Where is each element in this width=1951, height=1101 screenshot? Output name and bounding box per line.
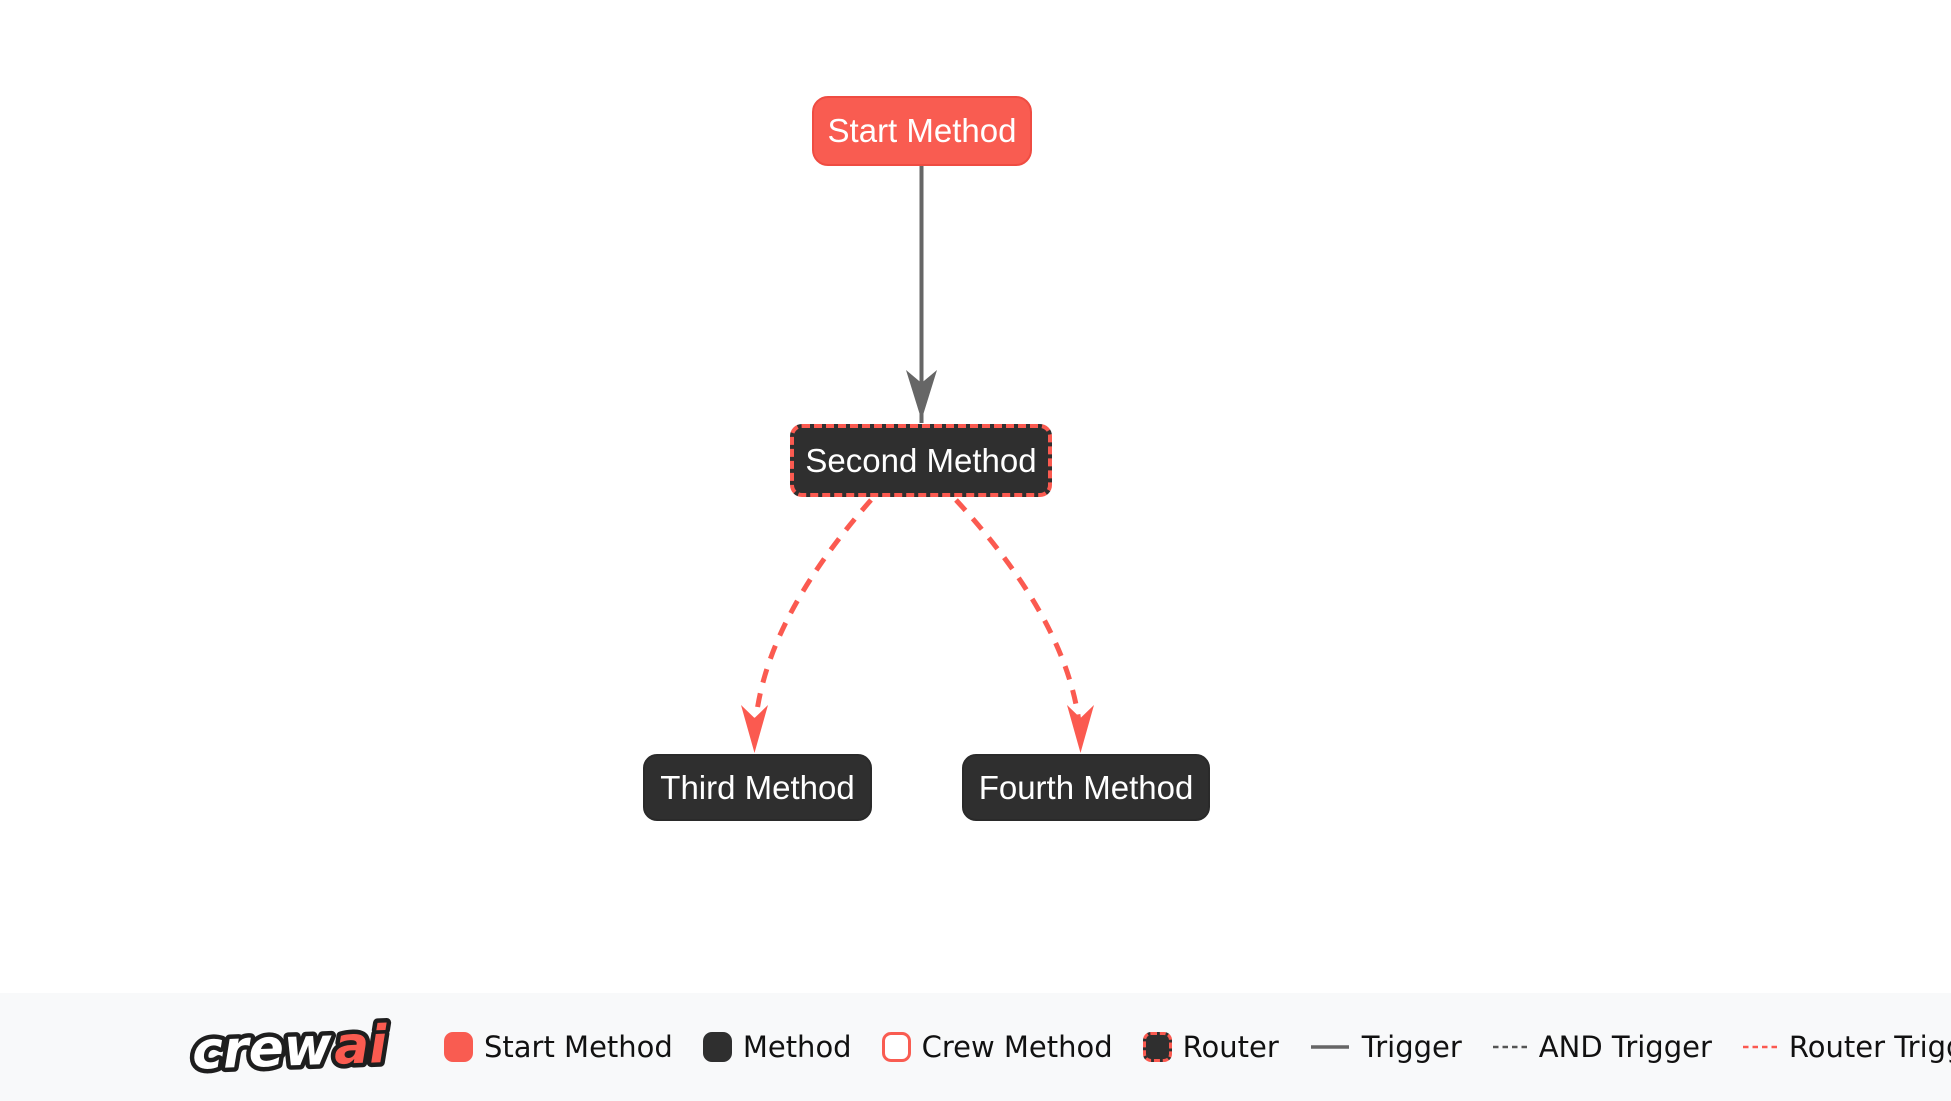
legend-item-and-trigger: AND Trigger: [1492, 1030, 1712, 1064]
arrowhead-down-icon: [741, 705, 768, 753]
router-swatch-icon: [1142, 1032, 1172, 1062]
legend-item-label: Method: [742, 1030, 852, 1064]
arrowhead-down-icon: [906, 370, 937, 420]
legend-item-start-method: Start Method: [444, 1030, 673, 1064]
node-label: Second Method: [805, 441, 1037, 479]
crewai-logo: crew ai: [188, 1012, 394, 1082]
trigger-line-icon: [1310, 1045, 1349, 1049]
legend-item-label: AND Trigger: [1538, 1030, 1712, 1064]
trigger-edge: [906, 166, 937, 423]
legend-item-method: Method: [702, 1030, 852, 1064]
legend-bar: crew ai Start Method Method Crew Method …: [0, 993, 1951, 1101]
legend-item-router-trigger: Router Trigger: [1742, 1030, 1951, 1064]
logo-text-crew: crew: [191, 1017, 334, 1082]
node-fourth-method[interactable]: Fourth Method: [962, 754, 1210, 821]
and-trigger-line-icon: [1492, 1045, 1527, 1049]
legend-item-label: Trigger: [1361, 1030, 1462, 1064]
flow-network-canvas[interactable]: Start Method Second Method Third Method …: [0, 0, 1951, 993]
start-method-swatch-icon: [444, 1032, 473, 1062]
legend-item-trigger: Trigger: [1309, 1030, 1462, 1064]
legend-item-crew-method: Crew Method: [881, 1030, 1113, 1064]
legend-item-router: Router: [1142, 1030, 1279, 1064]
arrowhead-down-icon: [1067, 705, 1094, 753]
node-third-method[interactable]: Third Method: [643, 754, 872, 821]
node-label: Fourth Method: [978, 768, 1194, 806]
legend-item-label: Crew Method: [921, 1030, 1113, 1064]
node-label: Third Method: [660, 768, 855, 806]
legend-item-label: Router Trigger: [1788, 1030, 1951, 1064]
crew-method-swatch-icon: [881, 1032, 911, 1062]
logo-text-ai: ai: [333, 1015, 389, 1077]
node-second-method-router[interactable]: Second Method: [790, 424, 1052, 497]
router-trigger-edge-left: [741, 498, 873, 753]
node-label: Start Method: [827, 112, 1017, 149]
router-trigger-edge-right: [954, 498, 1094, 753]
router-trigger-line-icon: [1742, 1045, 1777, 1049]
legend-content: crew ai Start Method Method Crew Method …: [0, 1012, 1951, 1082]
legend-item-label: Start Method: [484, 1030, 673, 1064]
legend-item-label: Router: [1182, 1030, 1279, 1064]
node-start-method[interactable]: Start Method: [812, 96, 1032, 166]
method-swatch-icon: [702, 1032, 732, 1062]
